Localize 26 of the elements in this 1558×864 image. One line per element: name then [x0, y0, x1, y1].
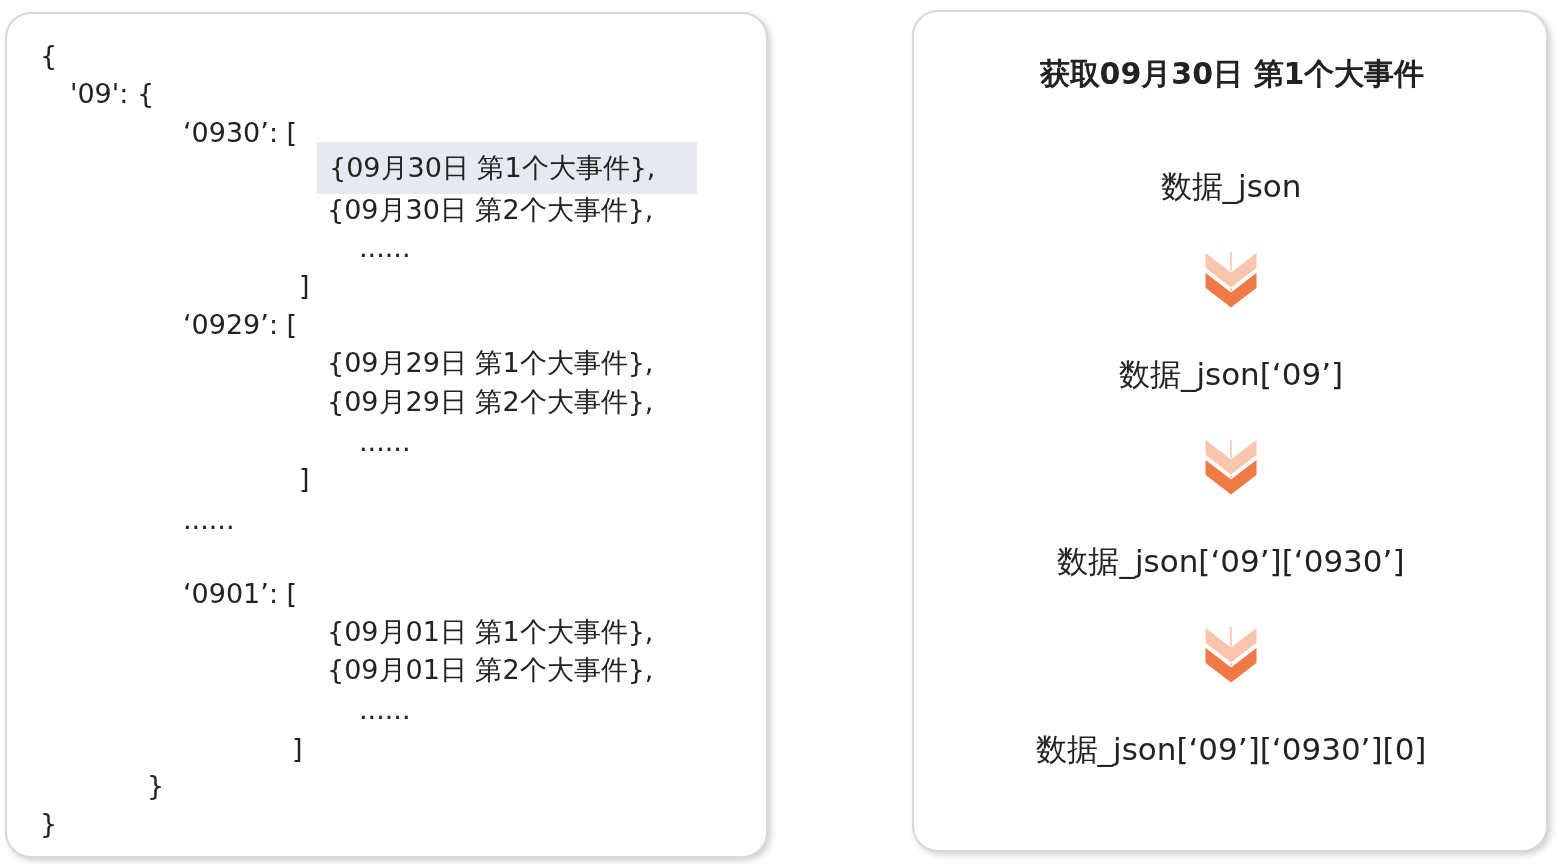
flow-panel — [912, 10, 1548, 852]
code-line: ‘0929’: [ — [183, 308, 298, 342]
expression-text: 数据_json[‘09’][‘0930’] — [1057, 495, 1405, 627]
code-line: ...... — [359, 231, 411, 265]
code-line: {09月01日 第2个大事件}, — [327, 653, 654, 687]
code-line: ] — [292, 732, 303, 766]
code-line: ...... — [359, 425, 411, 459]
code-line: ...... — [183, 503, 235, 537]
code-line: } — [147, 769, 165, 803]
code-line: } — [40, 807, 58, 841]
code-line: ‘0901’: [ — [183, 577, 298, 611]
code-line: {09月29日 第1个大事件}, — [327, 346, 654, 380]
code-line: '09': { — [70, 77, 155, 111]
expression-text: 数据_json[‘09’] — [1118, 308, 1344, 440]
code-line: ...... — [359, 693, 411, 727]
code-line: ‘0930’: [ — [183, 116, 298, 150]
code-line: ] — [299, 269, 310, 303]
expression-text: 数据_json — [1160, 120, 1302, 252]
code-line: { — [40, 39, 58, 73]
expression-text: 数据_json[‘09’][‘0930’][0] — [1035, 683, 1427, 815]
code-line: {09月30日 第2个大事件}, — [327, 193, 654, 227]
code-line: {09月29日 第2个大事件}, — [327, 385, 654, 419]
code-panel — [5, 12, 768, 858]
code-line: ] — [299, 462, 310, 496]
flow-heading: 获取09月30日 第1个大事件 — [1039, 55, 1425, 93]
code-line: {09月01日 第1个大事件}, — [327, 615, 654, 649]
